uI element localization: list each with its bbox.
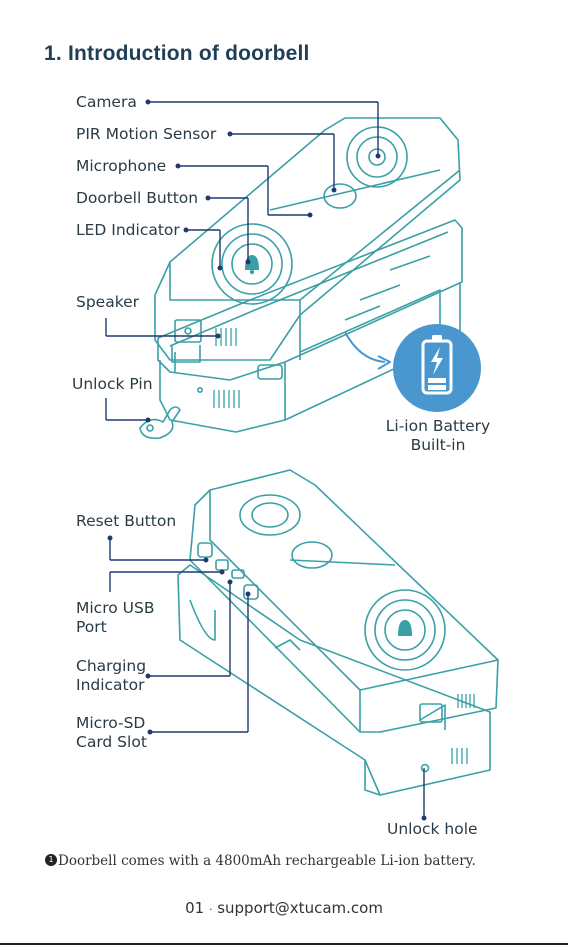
front-doorbell-drawing bbox=[155, 118, 460, 360]
label-charging-indicator: Charging Indicator bbox=[76, 657, 146, 695]
footnote-text: Doorbell comes with a 4800mAh rechargeab… bbox=[58, 853, 476, 869]
label-camera: Camera bbox=[76, 93, 137, 112]
unlock-pin-drawing bbox=[140, 407, 180, 438]
label-unlock-pin: Unlock Pin bbox=[72, 375, 153, 394]
bottom-divider bbox=[0, 943, 568, 945]
label-doorbell-button: Doorbell Button bbox=[76, 189, 198, 208]
label-battery: Li-ion Battery Built-in bbox=[380, 417, 496, 455]
battery-badge-icon bbox=[393, 324, 481, 412]
page-number: 01 bbox=[185, 899, 204, 917]
label-microphone: Microphone bbox=[76, 157, 166, 176]
label-speaker: Speaker bbox=[76, 293, 139, 312]
label-pir-motion-sensor: PIR Motion Sensor bbox=[76, 125, 216, 144]
label-unlock-hole: Unlock hole bbox=[387, 820, 478, 839]
front-leader-lines bbox=[106, 102, 378, 420]
label-micro-sd-slot: Micro-SD Card Slot bbox=[76, 714, 147, 752]
side-bracket-drawing bbox=[178, 565, 490, 795]
footnote-marker: 1 bbox=[45, 854, 57, 866]
label-micro-usb-port: Micro USB Port bbox=[76, 599, 154, 637]
side-doorbell-drawing bbox=[190, 470, 498, 732]
label-led-indicator: LED Indicator bbox=[76, 221, 180, 240]
side-leader-lines bbox=[110, 538, 424, 818]
support-email: support@xtucam.com bbox=[217, 899, 383, 917]
label-reset-button: Reset Button bbox=[76, 512, 176, 531]
footer-separator: · bbox=[209, 903, 213, 916]
page-footer: 01 · support@xtucam.com bbox=[0, 899, 568, 917]
